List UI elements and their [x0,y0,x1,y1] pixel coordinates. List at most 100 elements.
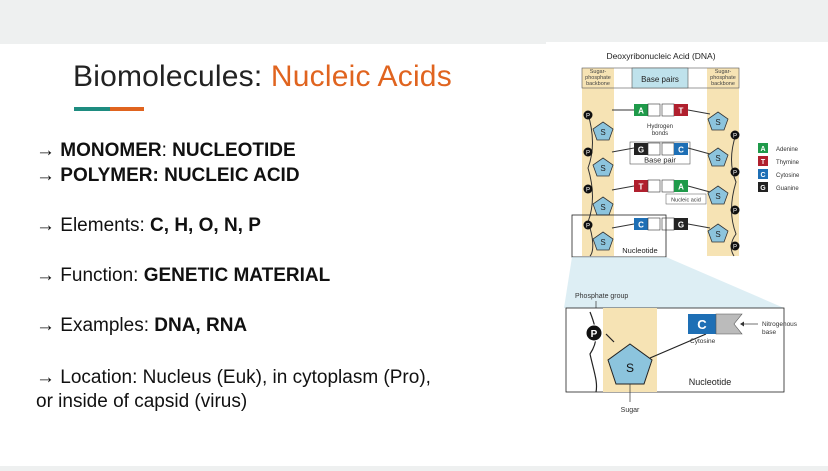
sugar-symbol: S [600,238,605,247]
backbone-left-l3: backbone [586,81,610,87]
base-pair-box [629,141,691,165]
right-phosphate-3: P [730,205,740,215]
nucleic-acid-box [665,193,707,205]
left-strand [587,113,594,257]
bullet-monomer: → MONOMER: NUCLEOTIDE [36,139,296,163]
legend-name: Adenine [776,147,799,153]
title-accent: Nucleic Acids [270,60,452,93]
function-label: Function: [60,265,144,286]
left-phosphate-1: P [583,110,593,120]
monomer-label: MONOMER [60,140,162,161]
base-c: C [678,146,684,155]
base-pair-row-2: G C Base pair [611,141,711,165]
phosphate-symbol: P [591,329,598,340]
phosphate-symbol: P [586,188,590,194]
sugar-symbol: S [600,128,605,137]
monomer-sep: : [161,140,173,161]
base-g: G [638,146,644,155]
sugar-label: Sugar [621,407,640,414]
nucleic-acid-label: Nucleic acid [671,198,701,204]
polymer-text: POLYMER: NUCLEIC ACID [60,165,300,186]
slide-title: Biomolecules: Nucleic Acids [73,60,452,94]
base-pairs-header [631,67,689,89]
legend-name: Thymine [776,160,800,166]
base-pair-row-3: T A Nucleic acid [611,179,711,205]
legend-letter: A [760,146,765,153]
base-pair-label: Base pair [644,156,676,165]
sugar-symbol: S [715,118,720,127]
arrow: → [36,140,55,161]
dna-diagram: Deoxyribonucleic Acid (DNA) Sugar- phosp… [546,42,828,466]
base-t: T [679,107,684,116]
left-phosphate-2: P [583,147,593,157]
phosphate-symbol: P [586,224,590,230]
sugar-symbol: S [600,164,605,173]
left-phosphate-3: P [583,184,593,194]
base-a: A [678,183,684,192]
backbone-right-l2: phosphate [710,75,736,81]
legend-item-guanine: G Guanine [758,182,799,192]
location-line2: or inside of capsid (virus) [36,391,248,412]
base-pairs-label: Base pairs [641,75,679,84]
backbone-left-l1: Sugar- [590,69,607,75]
hydrogen-bonds-l1: Hydrogen [647,124,673,130]
dna-diagram-svg: Deoxyribonucleic Acid (DNA) Sugar- phosp… [564,51,800,414]
left-sugar-4: S [592,231,614,251]
nucleotide-label: Nucleotide [622,246,657,255]
arrow: → [36,265,55,286]
base-pair-row-1: A T [612,103,711,117]
legend-name: Guanine [776,186,799,192]
cytosine-label: Cytosine [690,338,716,345]
left-sugar-2: S [592,157,614,177]
zoom-wedge [564,257,784,308]
bullet-location-cont: or inside of capsid (virus) [36,390,247,414]
zoom-phosphate: P [585,324,603,342]
phosphate-symbol: P [733,245,737,251]
phosphate-symbol: P [586,114,590,120]
base-a: A [638,107,644,116]
right-phosphate-1: P [730,130,740,140]
hydrogen-bonds-l2: bonds [652,131,668,137]
phosphate-group-label: Phosphate group [575,293,628,300]
right-sugar-1: S [707,111,729,131]
nitrogenous-base-l2: base [762,329,776,336]
sugar-symbol: S [715,192,720,201]
left-sugar-1: S [592,121,614,141]
underline-orange [110,107,144,111]
bullet-function: → Function: GENETIC MATERIAL [36,264,330,288]
legend-name: Cytosine [776,173,800,179]
phosphate-symbol: P [586,151,590,157]
base-g: G [678,221,684,230]
base-c: C [638,221,644,230]
base-pair-row-4: C G [611,217,711,231]
base-pointer-arrow [740,321,744,327]
right-sugar-4: S [707,223,729,243]
arrow: → [36,367,55,388]
left-phosphate-4: P [583,220,593,230]
top-bar [0,0,828,44]
backbone-left-l2: phosphate [585,75,611,81]
title-underline [74,107,144,111]
legend-letter: G [760,185,766,192]
elements-label: Elements: [60,215,151,236]
right-phosphate-4: P [730,241,740,251]
bullet-examples: → Examples: DNA, RNA [36,314,247,338]
bullet-elements: → Elements: C, H, O, N, P [36,214,261,238]
bullet-location: → Location: Nucleus (Euk), in cytoplasm … [36,366,431,390]
right-phosphate-2: P [730,167,740,177]
arrow: → [36,165,55,186]
legend-item-adenine: A Adenine [758,143,799,153]
sugar-symbol: S [715,230,720,239]
sugar-symbol: S [715,154,720,163]
examples-value: DNA, RNA [154,315,248,336]
phosphate-symbol: P [733,134,737,140]
sugar-symbol: S [600,203,605,212]
elements-value: C, H, O, N, P [150,215,261,236]
arrow: → [36,215,55,236]
zoom-nucleotide-label: Nucleotide [689,377,732,387]
nitrogenous-base-l1: Nitrogenous [762,321,798,328]
zoom-base-link [649,333,707,359]
